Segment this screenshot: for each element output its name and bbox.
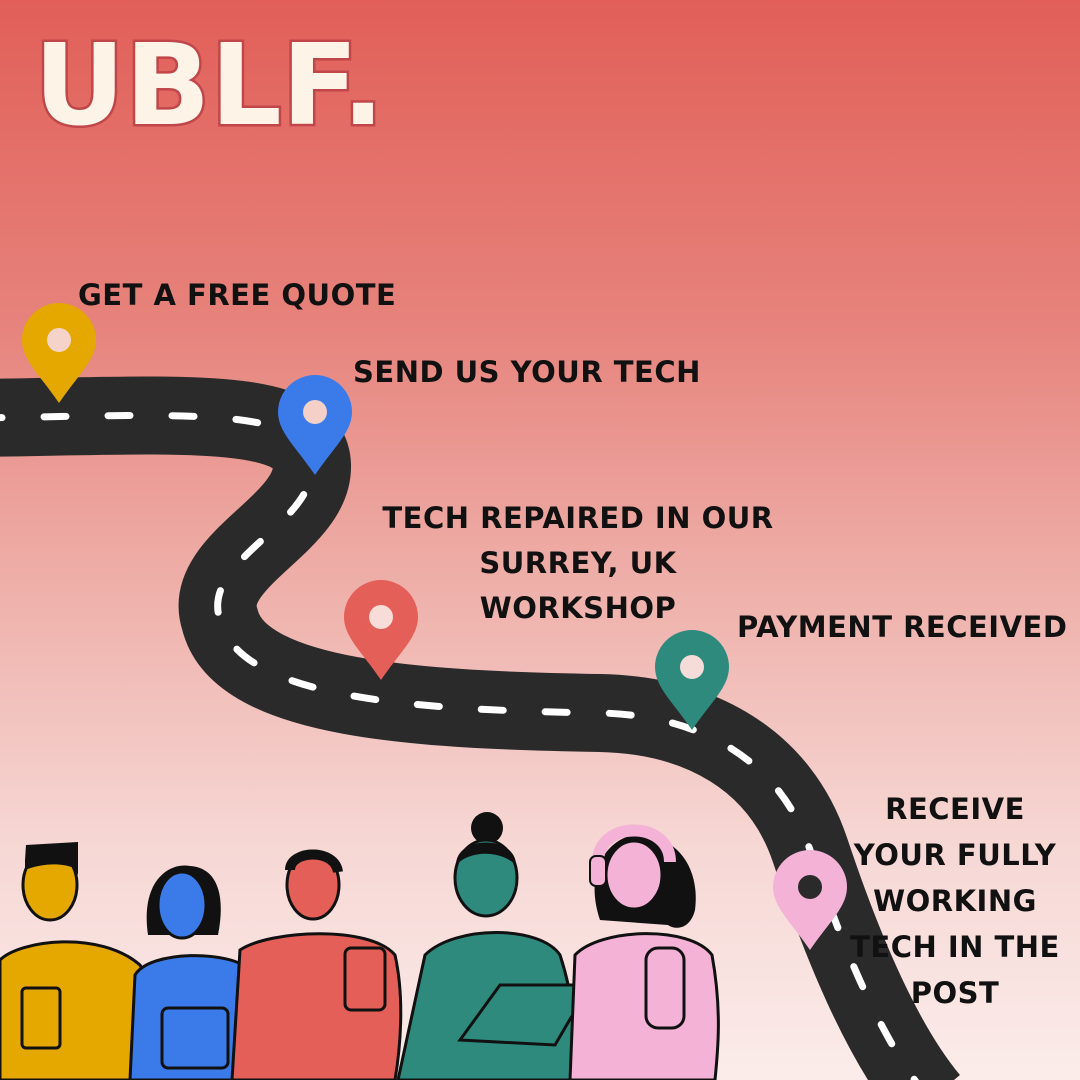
step-line: PAYMENT RECEIVED <box>737 610 1068 644</box>
person-red-figure <box>230 849 403 1080</box>
step-repair-label: TECH REPAIRED IN OUR SURREY, UK WORKSHOP <box>378 496 778 631</box>
people-illustration <box>0 812 720 1080</box>
step-receive-label: RECEIVE YOUR FULLY WORKING TECH IN THE P… <box>850 786 1060 1016</box>
pin-quote-icon <box>22 303 96 403</box>
map-pins <box>22 303 847 950</box>
step-line: SEND US YOUR TECH <box>353 355 701 389</box>
pin-repair-icon <box>344 580 418 680</box>
logo-text: UBLF. <box>34 21 384 151</box>
step-line: YOUR FULLY <box>853 838 1057 872</box>
step-line: GET A FREE QUOTE <box>78 278 397 312</box>
step-line: TECH REPAIRED IN OUR <box>382 501 774 535</box>
brand-logo: UBLF. <box>32 19 387 154</box>
step-send-tech-label: SEND US YOUR TECH <box>353 355 701 389</box>
person-teal-figure <box>396 812 593 1080</box>
pin-send-icon <box>278 375 352 475</box>
step-get-quote-label: GET A FREE QUOTE <box>78 278 396 312</box>
step-payment-label: PAYMENT RECEIVED <box>737 610 1067 644</box>
step-line: SURREY, UK WORKSHOP <box>479 546 677 625</box>
pin-receive-icon <box>773 850 847 950</box>
step-line: RECEIVE <box>885 792 1025 826</box>
step-line: TECH IN THE <box>850 930 1060 964</box>
step-line: WORKING <box>873 884 1037 918</box>
person-blue-figure <box>128 865 267 1080</box>
step-line: POST <box>910 976 1000 1010</box>
pin-payment-icon <box>655 630 729 730</box>
person-pink-figure <box>568 824 720 1080</box>
